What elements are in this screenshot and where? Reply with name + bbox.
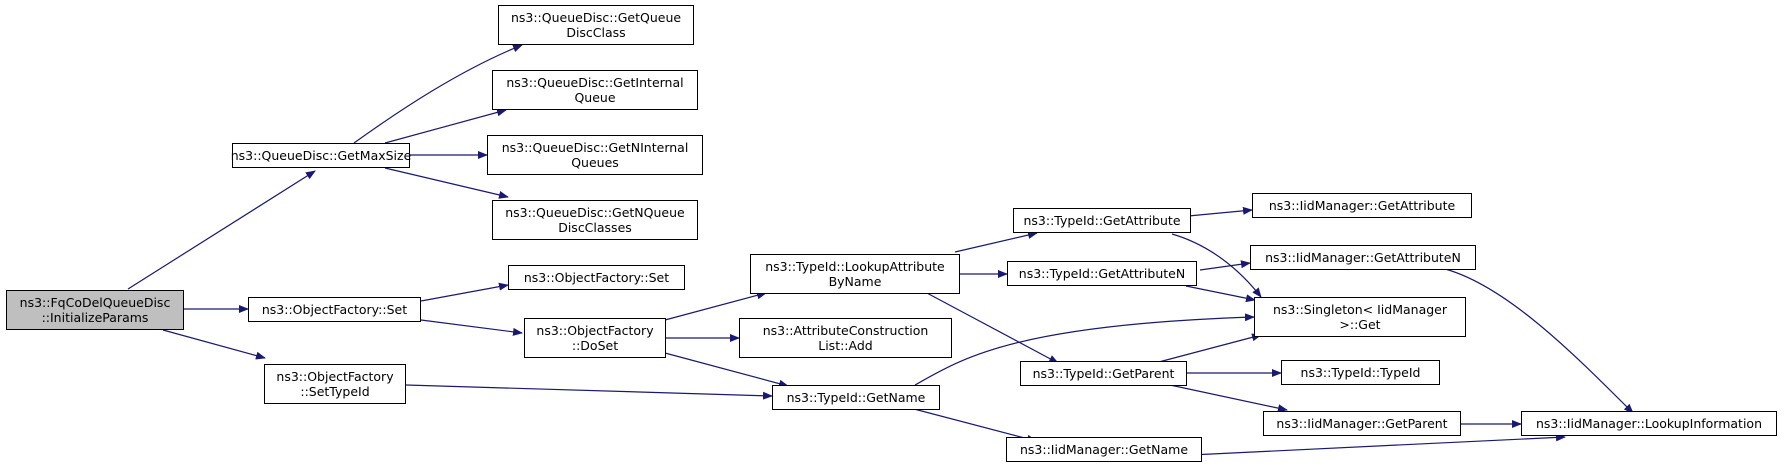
node-label-line-2: Queues bbox=[571, 155, 619, 170]
node-iidmanager-getname[interactable]: ns3::IidManager::GetName bbox=[1006, 437, 1202, 462]
node-label-line-1: ns3::IidManager::GetName bbox=[1019, 442, 1189, 457]
node-queuedisc-getinternalqueue[interactable]: ns3::QueueDisc::GetInternal Queue bbox=[492, 70, 698, 110]
node-label-line-2: Queue bbox=[574, 90, 616, 105]
edge-tgn-imgn bbox=[913, 408, 1037, 443]
node-label-line-1: ns3::ObjectFactory bbox=[276, 369, 394, 384]
node-label-line-1: ns3::IidManager::GetAttribute bbox=[1268, 198, 1456, 213]
node-label-line-1: ns3::TypeId::GetName bbox=[786, 390, 926, 405]
edge-ofd-tla bbox=[664, 291, 767, 321]
node-label-line-1: ns3::TypeId::LookupAttribute bbox=[765, 259, 945, 274]
node-typeid-typeid[interactable]: ns3::TypeId::TypeId bbox=[1281, 360, 1440, 385]
edge-tla-tga bbox=[954, 231, 1038, 253]
edge-tla-tgp bbox=[924, 291, 1059, 364]
node-label-line-2: ByName bbox=[828, 274, 882, 289]
node-label-line-2: >::Get bbox=[1339, 317, 1381, 332]
node-label-line-1: ns3::IidManager::LookupInformation bbox=[1535, 416, 1762, 431]
node-label-line-2: DiscClass bbox=[566, 25, 626, 40]
node-label-line-2: ::InitializeParams bbox=[41, 310, 149, 325]
node-iidmanager-lookupinformation[interactable]: ns3::IidManager::LookupInformation bbox=[1521, 411, 1777, 436]
node-label-line-1: ns3::IidManager::GetAttributeN bbox=[1265, 250, 1461, 265]
node-label-line-1: ns3::ObjectFactory::Set bbox=[523, 270, 670, 285]
node-queuedisc-getqueuedisclass[interactable]: ns3::QueueDisc::GetQueue DiscClass bbox=[498, 5, 694, 45]
node-label-line-1: ns3::QueueDisc::GetQueue bbox=[510, 10, 682, 25]
node-label-line-1: ns3::ObjectFactory bbox=[536, 323, 654, 338]
edge-ofs-ofd bbox=[420, 319, 523, 336]
edge-tgn-sg bbox=[914, 313, 1255, 386]
node-label-line-1: ns3::QueueDisc::GetNInternal bbox=[501, 140, 689, 155]
node-label-line-1: ns3::AttributeConstruction bbox=[762, 323, 929, 338]
node-label-line-1: ns3::TypeId::GetAttributeN bbox=[1018, 266, 1186, 281]
edge-tga-sg bbox=[1171, 233, 1262, 298]
edge-gms-giq bbox=[384, 108, 507, 144]
node-label-line-1: ns3::QueueDisc::GetNQueue bbox=[505, 205, 685, 220]
edge-tgp-imgp bbox=[1169, 384, 1288, 413]
node-label-line-1: ns3::TypeId::TypeId bbox=[1300, 365, 1421, 380]
node-label-line-2: List::Add bbox=[818, 338, 873, 353]
node-label-line-1: ns3::QueueDisc::GetInternal bbox=[506, 75, 684, 90]
node-singleton-iidmanager-get[interactable]: ns3::Singleton< IidManager >::Get bbox=[1254, 297, 1466, 337]
node-label-line-1: ns3::FqCoDelQueueDisc bbox=[19, 295, 171, 310]
node-label-line-1: ns3::ObjectFactory::Set bbox=[261, 302, 408, 317]
node-label-line-2: ::DoSet bbox=[571, 338, 619, 353]
node-typeid-getattribute[interactable]: ns3::TypeId::GetAttribute bbox=[1013, 208, 1191, 233]
node-queuedisc-getnqueuedisclasses[interactable]: ns3::QueueDisc::GetNQueue DiscClasses bbox=[492, 200, 698, 240]
edge-gms-gqdc bbox=[353, 44, 523, 144]
edge-gms-gnqdc bbox=[384, 167, 509, 199]
node-iidmanager-getparent[interactable]: ns3::IidManager::GetParent bbox=[1263, 411, 1461, 436]
node-iidmanager-getattributen[interactable]: ns3::IidManager::GetAttributeN bbox=[1250, 245, 1476, 270]
edge-fq-gms bbox=[127, 170, 316, 290]
node-iidmanager-getattribute[interactable]: ns3::IidManager::GetAttribute bbox=[1252, 193, 1472, 218]
node-objectfactory-doset[interactable]: ns3::ObjectFactory ::DoSet bbox=[524, 318, 666, 358]
node-label-line-1: ns3::Singleton< IidManager bbox=[1272, 302, 1448, 317]
node-typeid-getparent[interactable]: ns3::TypeId::GetParent bbox=[1020, 361, 1187, 386]
node-label-line-2: DiscClasses bbox=[558, 220, 632, 235]
node-objectfactory-set[interactable]: ns3::ObjectFactory::Set bbox=[248, 297, 421, 322]
node-label-line-1: ns3::TypeId::GetParent bbox=[1032, 366, 1175, 381]
edge-fq-ofst bbox=[162, 329, 266, 360]
node-queuedisc-getmaxsize[interactable]: ns3::QueueDisc::GetMaxSize bbox=[230, 143, 412, 168]
edge-tgp-sg bbox=[1154, 333, 1262, 364]
edge-imgn-imli bbox=[1169, 433, 1566, 457]
node-objectfactory-set-2[interactable]: ns3::ObjectFactory::Set bbox=[508, 265, 685, 290]
edge-ofst-tgn bbox=[405, 384, 773, 400]
node-typeid-lookupattributebyname[interactable]: ns3::TypeId::LookupAttribute ByName bbox=[750, 254, 960, 294]
node-objectfactory-settypeid[interactable]: ns3::ObjectFactory ::SetTypeId bbox=[264, 364, 406, 404]
edge-imgan-imli bbox=[1436, 266, 1634, 414]
edge-ofs-ofs2 bbox=[420, 282, 509, 302]
node-fqcodel-initialize-params[interactable]: ns3::FqCoDelQueueDisc ::InitializeParams bbox=[6, 290, 184, 330]
node-queuedisc-getninternalqueues[interactable]: ns3::QueueDisc::GetNInternal Queues bbox=[487, 135, 703, 175]
edge-tgan-sg bbox=[1185, 285, 1256, 303]
node-attributeconstructionlist-add[interactable]: ns3::AttributeConstruction List::Add bbox=[739, 318, 952, 358]
node-label-line-2: ::SetTypeId bbox=[300, 384, 370, 399]
node-typeid-getname[interactable]: ns3::TypeId::GetName bbox=[772, 385, 940, 410]
node-label-line-1: ns3::TypeId::GetAttribute bbox=[1023, 213, 1181, 228]
node-label-line-1: ns3::IidManager::GetParent bbox=[1276, 416, 1448, 431]
edge-ofd-tgn bbox=[664, 352, 789, 388]
node-typeid-getattributen[interactable]: ns3::TypeId::GetAttributeN bbox=[1007, 261, 1197, 286]
edge-tgan-imgan bbox=[1199, 260, 1251, 271]
node-label-line-1: ns3::QueueDisc::GetMaxSize bbox=[230, 148, 412, 163]
